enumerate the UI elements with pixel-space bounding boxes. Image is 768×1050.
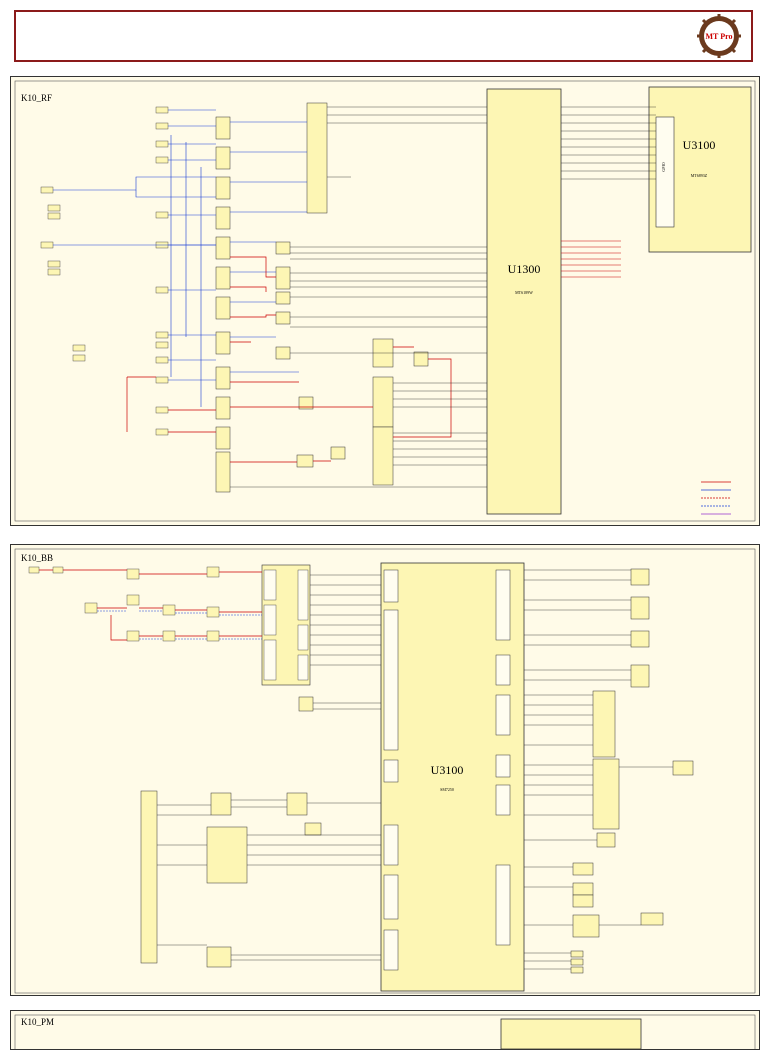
sheet-title: K10_PM [21,1017,55,1027]
rf-schematic: U1300 MT6189W GPIO U3100 MT6893Z [14,80,756,522]
sheet-title: K10_RF [21,93,53,103]
logo-text: MT Pro [705,32,732,41]
rf-side-chip-ref: U3100 [683,138,716,152]
bb-schematic: U3100 SM7250 [14,548,756,994]
document-header: MT Pro [14,10,753,62]
sheet-k10-bb: K10_BB U3100 SM7250 [10,544,760,996]
sheet-k10-pm: K10_PM [10,1010,760,1050]
rf-side-chip-port: GPIO [661,162,666,171]
bb-main-chip-ref: U3100 [431,763,464,777]
rf-main-chip [486,88,562,515]
mt-pro-logo: MT Pro [697,14,741,58]
pm-schematic [14,1014,756,1049]
bb-main-chip-part: SM7250 [440,787,454,792]
rf-main-chip-ref: U1300 [508,262,541,276]
sheet-k10-rf: K10_RF U1300 MT6189W GPIO U3100 MT6893Z [10,76,760,526]
rf-main-chip-part: MT6189W [515,290,533,295]
rf-side-chip-part: MT6893Z [691,173,708,178]
sheet-title: K10_BB [21,553,54,563]
